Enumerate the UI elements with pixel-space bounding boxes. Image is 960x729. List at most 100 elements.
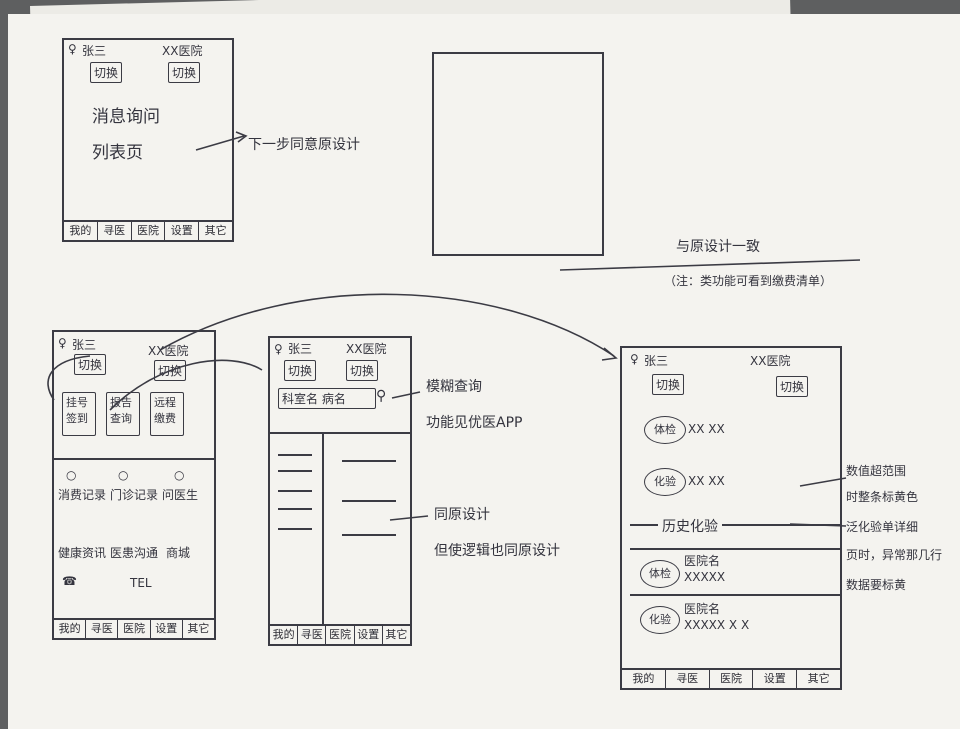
sketch2-tab-find-doctor[interactable]: 寻医 (86, 620, 119, 638)
note-next-step: 下一步同意原设计 (248, 137, 360, 153)
list-line (278, 490, 312, 492)
list-line (278, 470, 312, 472)
sketch3-tab-bar: 我的 寻医 医院 设置 其它 (270, 624, 410, 644)
sketch3-tab-find-doctor[interactable]: 寻医 (298, 626, 327, 644)
sketch3-tab-hospital[interactable]: 医院 (326, 626, 355, 644)
divider (630, 548, 840, 550)
sketch4-user-name: 张三 (644, 354, 669, 368)
sketch4-tab-settings[interactable]: 设置 (753, 670, 798, 688)
list-line (342, 460, 396, 462)
note-search-line-2: 功能见优医APP (426, 415, 523, 431)
search-icon[interactable]: ⚲ (376, 388, 387, 404)
sketch3-phone-frame: ♀ 张三 切换 XX医院 切换 科室名 病名 ⚲ 我的 寻医 医院 设置 其它 (268, 336, 412, 646)
divider (54, 458, 214, 460)
sketch4-history-title-1: 医院名 (684, 554, 721, 568)
sketch2-mall[interactable]: 商城 (166, 546, 191, 560)
sketch4-tab-find-doctor[interactable]: 寻医 (666, 670, 710, 688)
sketch2-payment-button[interactable]: 远程缴费 (150, 392, 184, 436)
note-top-line-2: （注：类功能可看到缴费清单） (664, 274, 833, 288)
sketch1-body-line-1: 消息询问 (92, 107, 160, 127)
sketch2-report-button[interactable]: 报告查询 (106, 392, 140, 436)
sketch4-tab-bar: 我的 寻医 医院 设置 其它 (622, 668, 840, 688)
note-right-line-1: 数值超范围 (846, 464, 907, 478)
sketch2-tab-settings[interactable]: 设置 (151, 620, 183, 638)
note-right-line-4: 页时，异常那几行 (846, 548, 943, 562)
sketch1-user-name: 张三 (82, 44, 107, 58)
sketch1-hospital-name: XX医院 (162, 44, 203, 58)
sketch4-history-badge-checkup: 体检 (640, 560, 680, 588)
sketch1-tab-find-doctor[interactable]: 寻医 (98, 222, 132, 240)
user-icon: ♀ (630, 352, 639, 366)
divider (630, 524, 840, 526)
sketch3-hospital-switch-button[interactable]: 切换 (346, 360, 379, 381)
sketch2-tab-hospital[interactable]: 医院 (118, 620, 151, 638)
sketch3-tab-other[interactable]: 其它 (385, 628, 408, 641)
sketch4-tab-hospital[interactable]: 医院 (710, 670, 754, 688)
sketch3-hospital-name: XX医院 (346, 342, 387, 356)
sketch4-section-title: 历史化验 (658, 516, 722, 536)
sketch1-tab-settings[interactable]: 设置 (165, 222, 200, 240)
sketch2-hospital-name: XX医院 (148, 344, 189, 358)
sketch2-health-news[interactable]: 健康资讯 (58, 546, 107, 560)
sketch2-doctor-patient[interactable]: 医患沟通 (110, 546, 159, 560)
sketch1-phone-frame: ♀ 张三 切换 XX医院 切换 消息询问 列表页 我的 寻医 医院 设置 其它 (62, 38, 234, 242)
sketch2-tel-label: TEL (130, 576, 152, 590)
note-search-line-1: 模糊查询 (426, 379, 482, 395)
sketch2-ask-doctor[interactable]: 问医生 (162, 488, 199, 502)
list-line (278, 454, 312, 456)
sketch4-user-switch-button[interactable]: 切换 (652, 374, 685, 395)
sketch4-item-badge-checkup: 体检 (644, 416, 686, 444)
sketch4-item-text-lab: XX XX (688, 474, 725, 488)
sketch2-tab-other[interactable]: 其它 (187, 622, 210, 635)
sketch1-hospital-switch-button[interactable]: 切换 (168, 62, 201, 83)
sketch4-tab-other[interactable]: 其它 (807, 672, 830, 685)
sketch2-consume-record[interactable]: 消费记录 (58, 488, 107, 502)
sketch2-tab-bar: 我的 寻医 医院 设置 其它 (54, 618, 214, 638)
sketch4-history-title-2: 医院名 (684, 602, 721, 616)
sketch2-tab-mine[interactable]: 我的 (54, 620, 87, 638)
note-right-line-5: 数据要标黄 (846, 578, 907, 592)
user-icon: ♀ (274, 342, 283, 356)
note-same-line-2: 但使逻辑也同原设计 (434, 543, 560, 559)
sketch2-user-switch-button[interactable]: 切换 (74, 354, 107, 375)
dot-icon: ○ (118, 468, 129, 482)
sketch1-user-switch-button[interactable]: 切换 (90, 62, 123, 83)
sketch4-hospital-name: XX医院 (750, 354, 791, 368)
dot-icon: ○ (174, 468, 185, 482)
sketch4-item-badge-lab: 化验 (644, 468, 686, 496)
sketch4-tab-mine[interactable]: 我的 (622, 670, 666, 688)
sketch1-tab-other[interactable]: 其它 (204, 224, 227, 237)
blank-phone-frame (432, 52, 604, 256)
dot-icon: ○ (66, 468, 77, 482)
sketch4-history-text-1: XXXXX (684, 570, 726, 584)
note-right-line-2: 时整条标黄色 (846, 490, 919, 504)
sketch1-body-line-2: 列表页 (92, 143, 143, 163)
divider (270, 432, 410, 434)
note-right-line-3: 泛化验单详细 (846, 520, 919, 534)
sketch2-hospital-switch-button[interactable]: 切换 (154, 360, 187, 381)
sketch2-clinic-record[interactable]: 门诊记录 (110, 488, 159, 502)
sketch2-user-name: 张三 (72, 338, 97, 352)
list-line (342, 534, 396, 536)
sketch4-phone-frame: ♀ 张三 切换 XX医院 切换 体检 XX XX 化验 XX XX 历史化验 体… (620, 346, 842, 690)
sketch3-tab-settings[interactable]: 设置 (355, 626, 383, 644)
note-top-line-1: 与原设计一致 (676, 239, 760, 255)
sketch3-search-input[interactable]: 科室名 病名 (278, 388, 376, 409)
user-icon: ♀ (58, 336, 67, 350)
divider (630, 594, 840, 596)
sketch2-register-button[interactable]: 挂号签到 (62, 392, 96, 436)
sketch3-tab-mine[interactable]: 我的 (270, 626, 299, 644)
sketch1-tab-hospital[interactable]: 医院 (132, 222, 166, 240)
sketch2-footer-phone-icon: ☎ (62, 574, 77, 588)
sketch2-phone-frame: ♀ 张三 切换 XX医院 切换 挂号签到 报告查询 远程缴费 ○ ○ ○ 消费记… (52, 330, 216, 640)
list-line (342, 500, 396, 502)
sketch1-tab-mine[interactable]: 我的 (64, 222, 98, 240)
sketch4-history-text-2: XXXXX X X (684, 618, 750, 632)
sketch3-user-name: 张三 (288, 342, 313, 356)
sketch4-hospital-switch-button[interactable]: 切换 (776, 376, 809, 397)
user-icon: ♀ (68, 42, 77, 56)
divider (322, 434, 324, 624)
sketch3-user-switch-button[interactable]: 切换 (284, 360, 317, 381)
sketch4-history-badge-lab: 化验 (640, 606, 680, 634)
note-same-line-1: 同原设计 (434, 507, 490, 523)
